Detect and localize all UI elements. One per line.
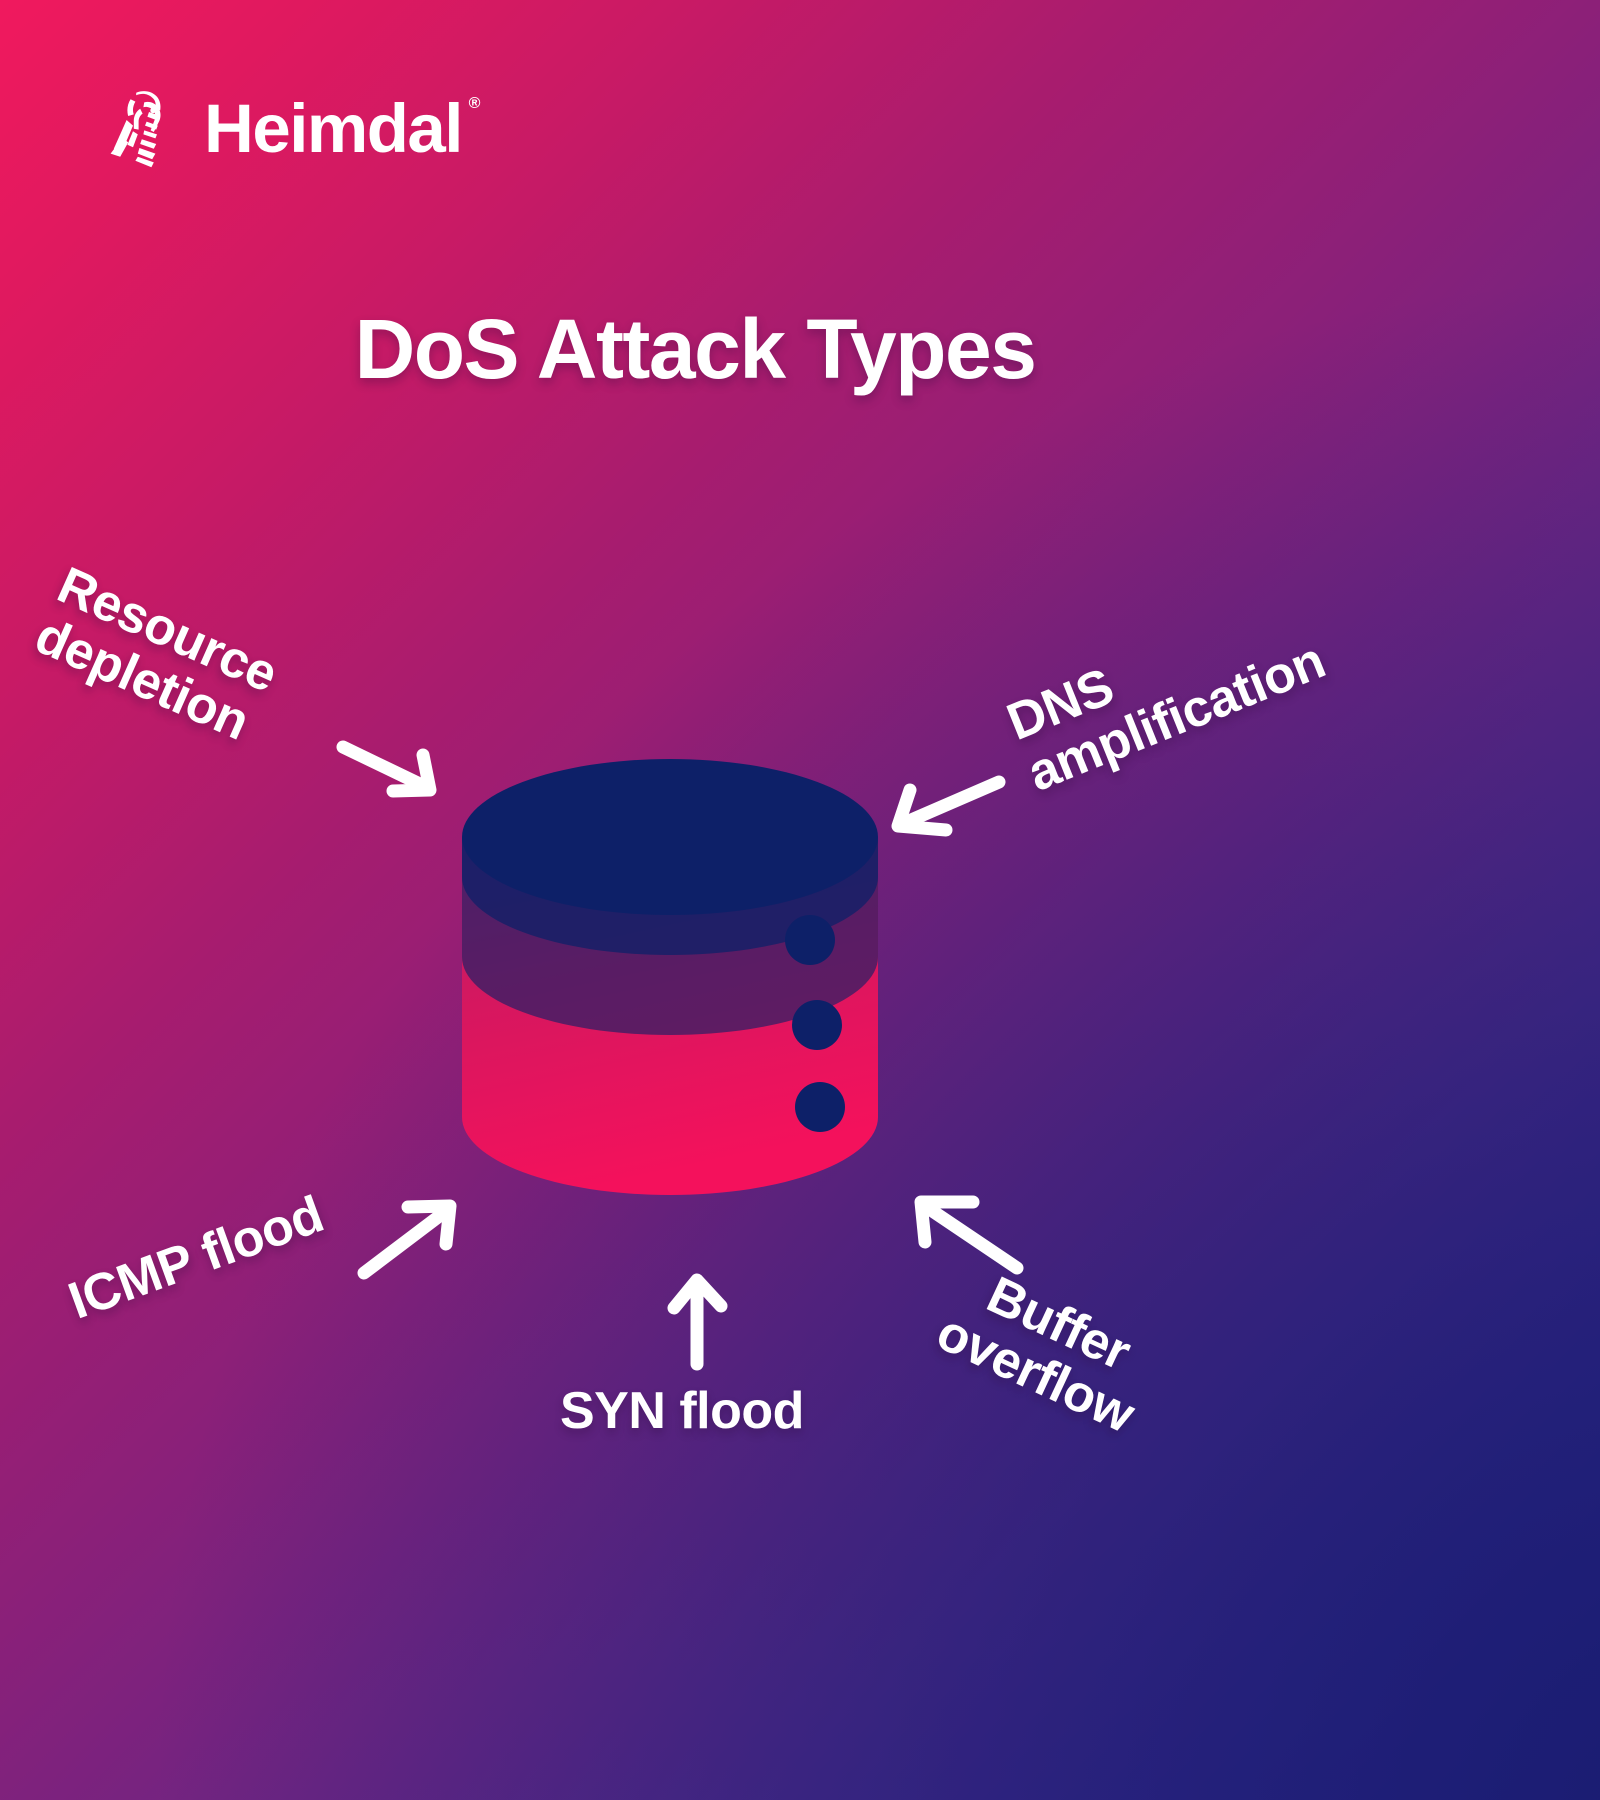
annotation-resource-depletion: Resource depletion [26, 556, 286, 752]
arrow-down-left-icon [884, 772, 1006, 844]
brand-logo: Heimdal ® [108, 88, 480, 168]
arrow-up-left-icon [905, 1190, 1025, 1275]
annotation-syn-flood: SYN flood [560, 1382, 804, 1440]
brand-name-text: Heimdal [204, 89, 463, 167]
database-cylinder-icon [462, 759, 878, 1195]
database-cylinder-graphic [455, 752, 885, 1202]
heimdal-viking-head-icon [110, 91, 161, 168]
annotation-dns-amplification: DNS amplification [999, 631, 1333, 804]
page-title: DoS Attack Types [354, 302, 1037, 396]
db-indicator-dot [792, 1000, 842, 1050]
db-indicator-dot [795, 1082, 845, 1132]
annotation-buffer-overflow: Buffer overflow [928, 1265, 1143, 1445]
annotation-icmp-flood: ICMP flood [61, 1185, 331, 1331]
registered-trademark-symbol: ® [468, 94, 481, 112]
arrow-up-icon [664, 1272, 734, 1371]
arrow-down-right-icon [336, 735, 448, 805]
brand-name: Heimdal® [204, 94, 480, 163]
db-indicator-dot [785, 915, 835, 965]
arrow-up-right-icon [357, 1195, 468, 1280]
